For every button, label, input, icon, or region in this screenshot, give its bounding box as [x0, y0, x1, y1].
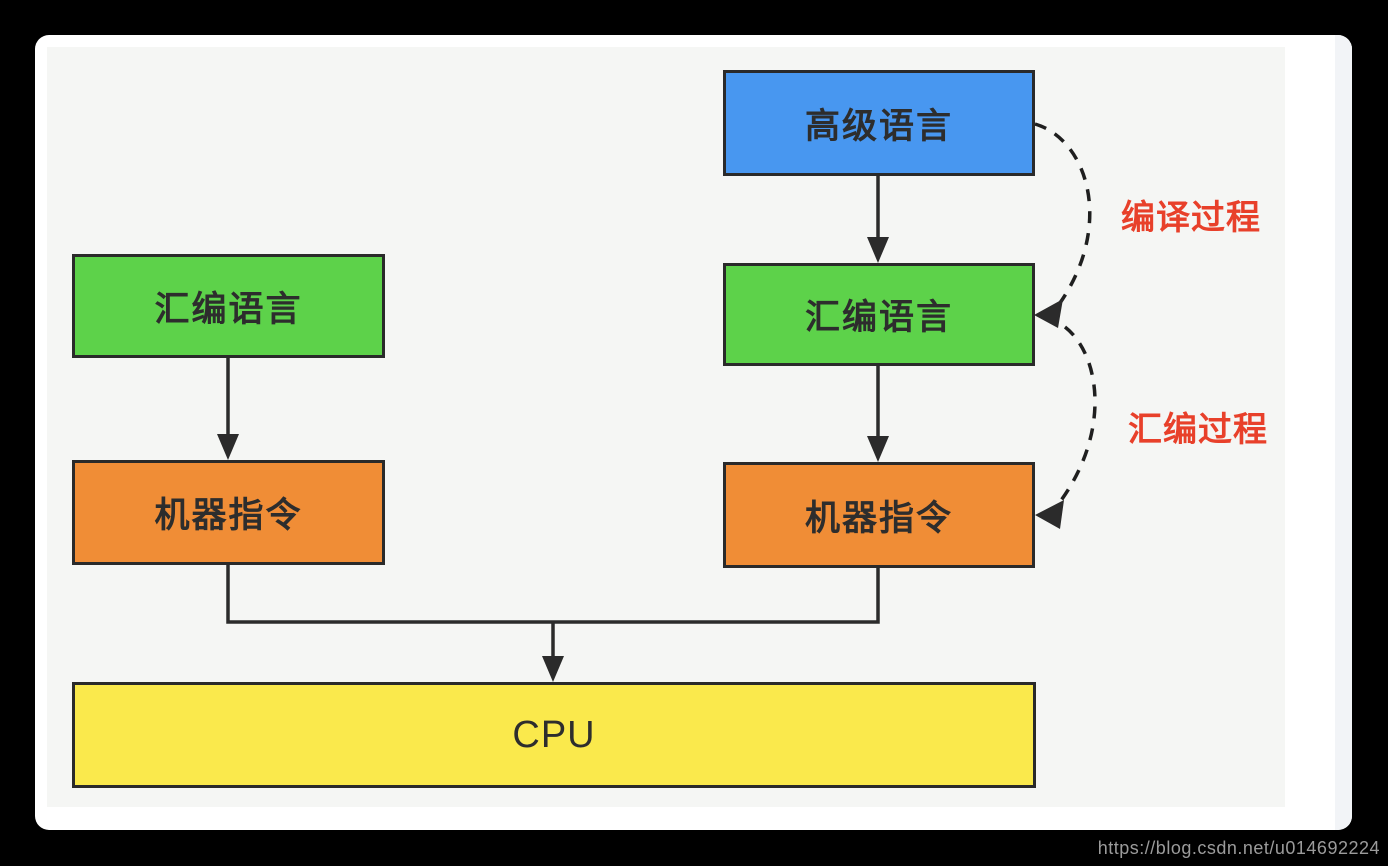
box-label: CPU — [512, 713, 596, 756]
right-edge-strip — [1335, 35, 1352, 830]
box-label: 高级语言 — [804, 106, 953, 146]
box-high-level-language: 高级语言 — [723, 70, 1035, 176]
label-assemble-process: 汇编过程 — [1128, 411, 1268, 449]
watermark-url: https://blog.csdn.net/u014692224 — [1097, 838, 1380, 858]
box-assembly-language-right: 汇编语言 — [723, 263, 1035, 366]
slide-card: 汇编语言 机器指令 高级语言 汇编语言 机器指令 CPU 编译过程 汇编过程 — [35, 35, 1352, 830]
box-cpu: CPU — [72, 682, 1036, 788]
box-label: 机器指令 — [154, 496, 303, 535]
label-compile-process: 编译过程 — [1121, 199, 1261, 237]
box-machine-instructions-right: 机器指令 — [723, 462, 1035, 568]
box-label: 机器指令 — [804, 498, 953, 538]
box-label: 汇编语言 — [154, 289, 303, 329]
box-assembly-language-left: 汇编语言 — [72, 254, 385, 358]
box-label: 汇编语言 — [804, 298, 953, 337]
box-machine-instructions-left: 机器指令 — [72, 460, 385, 565]
